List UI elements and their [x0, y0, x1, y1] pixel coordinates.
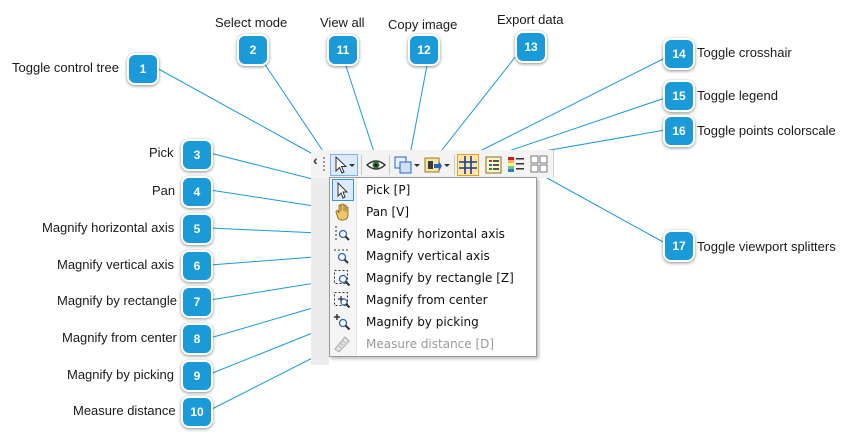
export-data-button[interactable] [423, 154, 451, 176]
callout-badge: 9 [181, 360, 213, 392]
magnify-center-icon [334, 292, 351, 309]
callout-badge: 12 [408, 34, 440, 66]
callout-label-magnify-horizontal-axis: Magnify horizontal axis [42, 220, 175, 235]
legend-toggle[interactable] [483, 154, 505, 176]
callout-badge: 2 [237, 34, 269, 66]
points-colorscale-toggle[interactable] [506, 154, 528, 176]
menu-item-label: Magnify by rectangle [Z] [366, 271, 514, 285]
menu-item-pick[interactable]: Pick [P] [330, 179, 536, 201]
legend-icon [485, 156, 502, 174]
cursor-arrow-icon [335, 155, 355, 174]
menu-item-label: Magnify vertical axis [366, 249, 490, 263]
hand-icon [335, 203, 349, 221]
callout-badge: 1 [127, 53, 159, 85]
callout-label-copy-image: Copy image [388, 17, 458, 32]
viewport-splitters-toggle[interactable] [529, 154, 551, 176]
menu-item-pan[interactable]: Pan [V] [330, 201, 536, 223]
ruler-icon [334, 336, 350, 353]
menu-item-magnify-picking[interactable]: Magnify by picking [330, 311, 536, 333]
toolbar-separator [454, 155, 455, 175]
callout-badge: 10 [181, 396, 213, 428]
callout-badge: 7 [181, 286, 213, 318]
menu-item-label: Pan [V] [366, 205, 410, 219]
copy-image-button[interactable] [393, 154, 421, 176]
export-data-icon [424, 157, 450, 173]
menu-item-label: Magnify by picking [366, 315, 479, 329]
select-mode-menu: Pick [P] Pan [V] Magnify horizontal axis… [329, 177, 537, 357]
callout-badge: 13 [515, 31, 547, 63]
viewport-splitter-icon [530, 155, 548, 173]
callout-badge: 15 [663, 80, 695, 112]
toolbar-separator [361, 155, 362, 175]
callout-label-magnify-from-center: Magnify from center [62, 330, 177, 345]
colorscale-icon [508, 157, 524, 172]
menu-item-magnify-vertical[interactable]: Magnify vertical axis [330, 245, 536, 267]
view-all-button[interactable] [365, 154, 387, 176]
crosshair-toggle[interactable] [457, 154, 479, 176]
eye-icon [365, 160, 387, 170]
menu-item-magnify-horizontal[interactable]: Magnify horizontal axis [330, 223, 536, 245]
toolbar-grip-icon[interactable] [323, 157, 327, 171]
callout-badge: 17 [663, 230, 695, 262]
menu-item-label: Measure distance [D] [366, 337, 495, 351]
callout-label-select-mode: Select mode [215, 15, 288, 30]
select-mode-button[interactable] [330, 154, 358, 176]
menu-item-magnify-center[interactable]: Magnify from center [330, 289, 536, 311]
callout-badge: 4 [181, 176, 213, 208]
callout-label-toggle-points-colorscale: Toggle points colorscale [697, 123, 836, 138]
magnify-picking-icon [334, 314, 351, 331]
callout-badge: 5 [181, 213, 213, 245]
toolbar-separator [389, 155, 390, 175]
menu-item-label: Magnify from center [366, 293, 488, 307]
callout-label-measure-distance: Measure distance [73, 403, 176, 418]
callout-label-pick: Pick [149, 145, 174, 160]
magnify-rectangle-icon [334, 270, 351, 287]
callout-label-magnify-by-picking: Magnify by picking [67, 367, 174, 382]
callout-badge: 16 [663, 115, 695, 147]
callout-badge: 14 [663, 38, 695, 70]
menu-item-magnify-rectangle[interactable]: Magnify by rectangle [Z] [330, 267, 536, 289]
magnify-horizontal-icon [335, 226, 350, 242]
callout-badge: 8 [181, 323, 213, 355]
magnify-vertical-icon [334, 249, 350, 264]
copy-image-icon [394, 156, 420, 174]
callout-label-view-all: View all [320, 15, 365, 30]
toolbar-grip-panel [311, 150, 329, 365]
cursor-arrow-icon [337, 181, 349, 199]
menu-item-label: Pick [P] [366, 183, 411, 197]
collapse-arrow-icon[interactable]: ‹ [313, 152, 318, 168]
callout-badge: 6 [181, 250, 213, 282]
callout-label-toggle-legend: Toggle legend [697, 88, 778, 103]
crosshair-icon [459, 156, 477, 174]
callout-badge: 3 [181, 139, 213, 171]
callout-label-toggle-crosshair: Toggle crosshair [697, 45, 792, 60]
callout-badge: 11 [327, 34, 359, 66]
callout-label-pan: Pan [152, 183, 176, 198]
callout-label-toggle-control-tree: Toggle control tree [12, 60, 119, 75]
callout-label-magnify-vertical-axis: Magnify vertical axis [57, 257, 175, 272]
callout-label-magnify-by-rectangle: Magnify by rectangle [57, 293, 177, 308]
menu-item-label: Magnify horizontal axis [366, 227, 505, 241]
callout-label-toggle-viewport-splitters: Toggle viewport splitters [697, 239, 836, 254]
menu-item-measure-distance[interactable]: Measure distance [D] [330, 333, 536, 355]
callout-label-export-data: Export data [497, 12, 564, 27]
